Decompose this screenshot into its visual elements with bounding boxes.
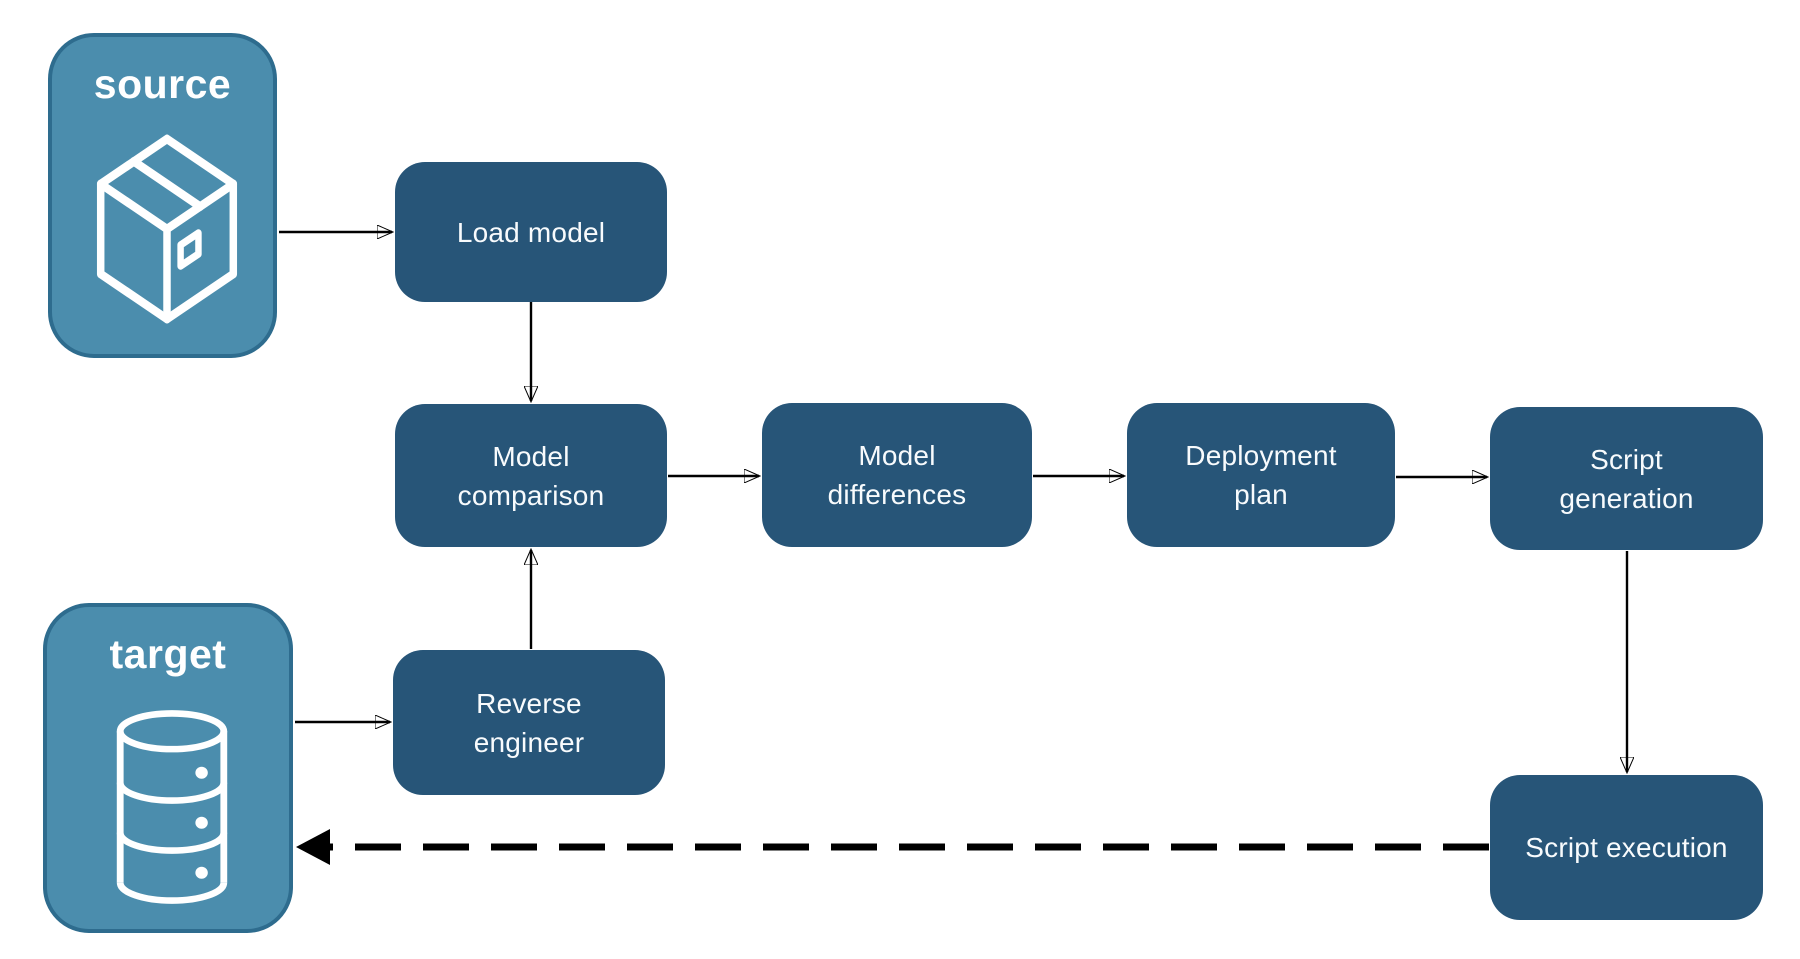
target-label: target [109, 631, 227, 677]
target-endpoint: target [43, 603, 293, 933]
node-reverse-engineer: Reverse engineer [393, 650, 665, 795]
node-deployment-plan: Deployment plan [1127, 403, 1395, 547]
node-load-model: Load model [395, 162, 667, 302]
node-script-execution-label: Script execution [1525, 832, 1728, 863]
node-script-execution: Script execution [1490, 775, 1763, 920]
node-model-comparison: Model comparison [395, 404, 667, 547]
node-script-generation: Script generation [1490, 407, 1763, 550]
node-model-differences-label: Model differences [827, 440, 967, 510]
package-icon [96, 134, 238, 324]
source-label: source [93, 61, 232, 107]
node-script-generation-label: Script generation [1559, 443, 1694, 514]
dashed-arrowhead [296, 829, 330, 865]
source-endpoint: source [48, 33, 277, 358]
node-reverse-engineer-label: Reverse engineer [473, 687, 585, 758]
node-model-comparison-label: Model comparison [457, 440, 605, 511]
database-icon [116, 710, 228, 904]
node-model-differences: Model differences [762, 403, 1032, 547]
node-load-model-label: Load model [456, 216, 606, 248]
node-deployment-plan-label: Deployment plan [1185, 440, 1337, 510]
